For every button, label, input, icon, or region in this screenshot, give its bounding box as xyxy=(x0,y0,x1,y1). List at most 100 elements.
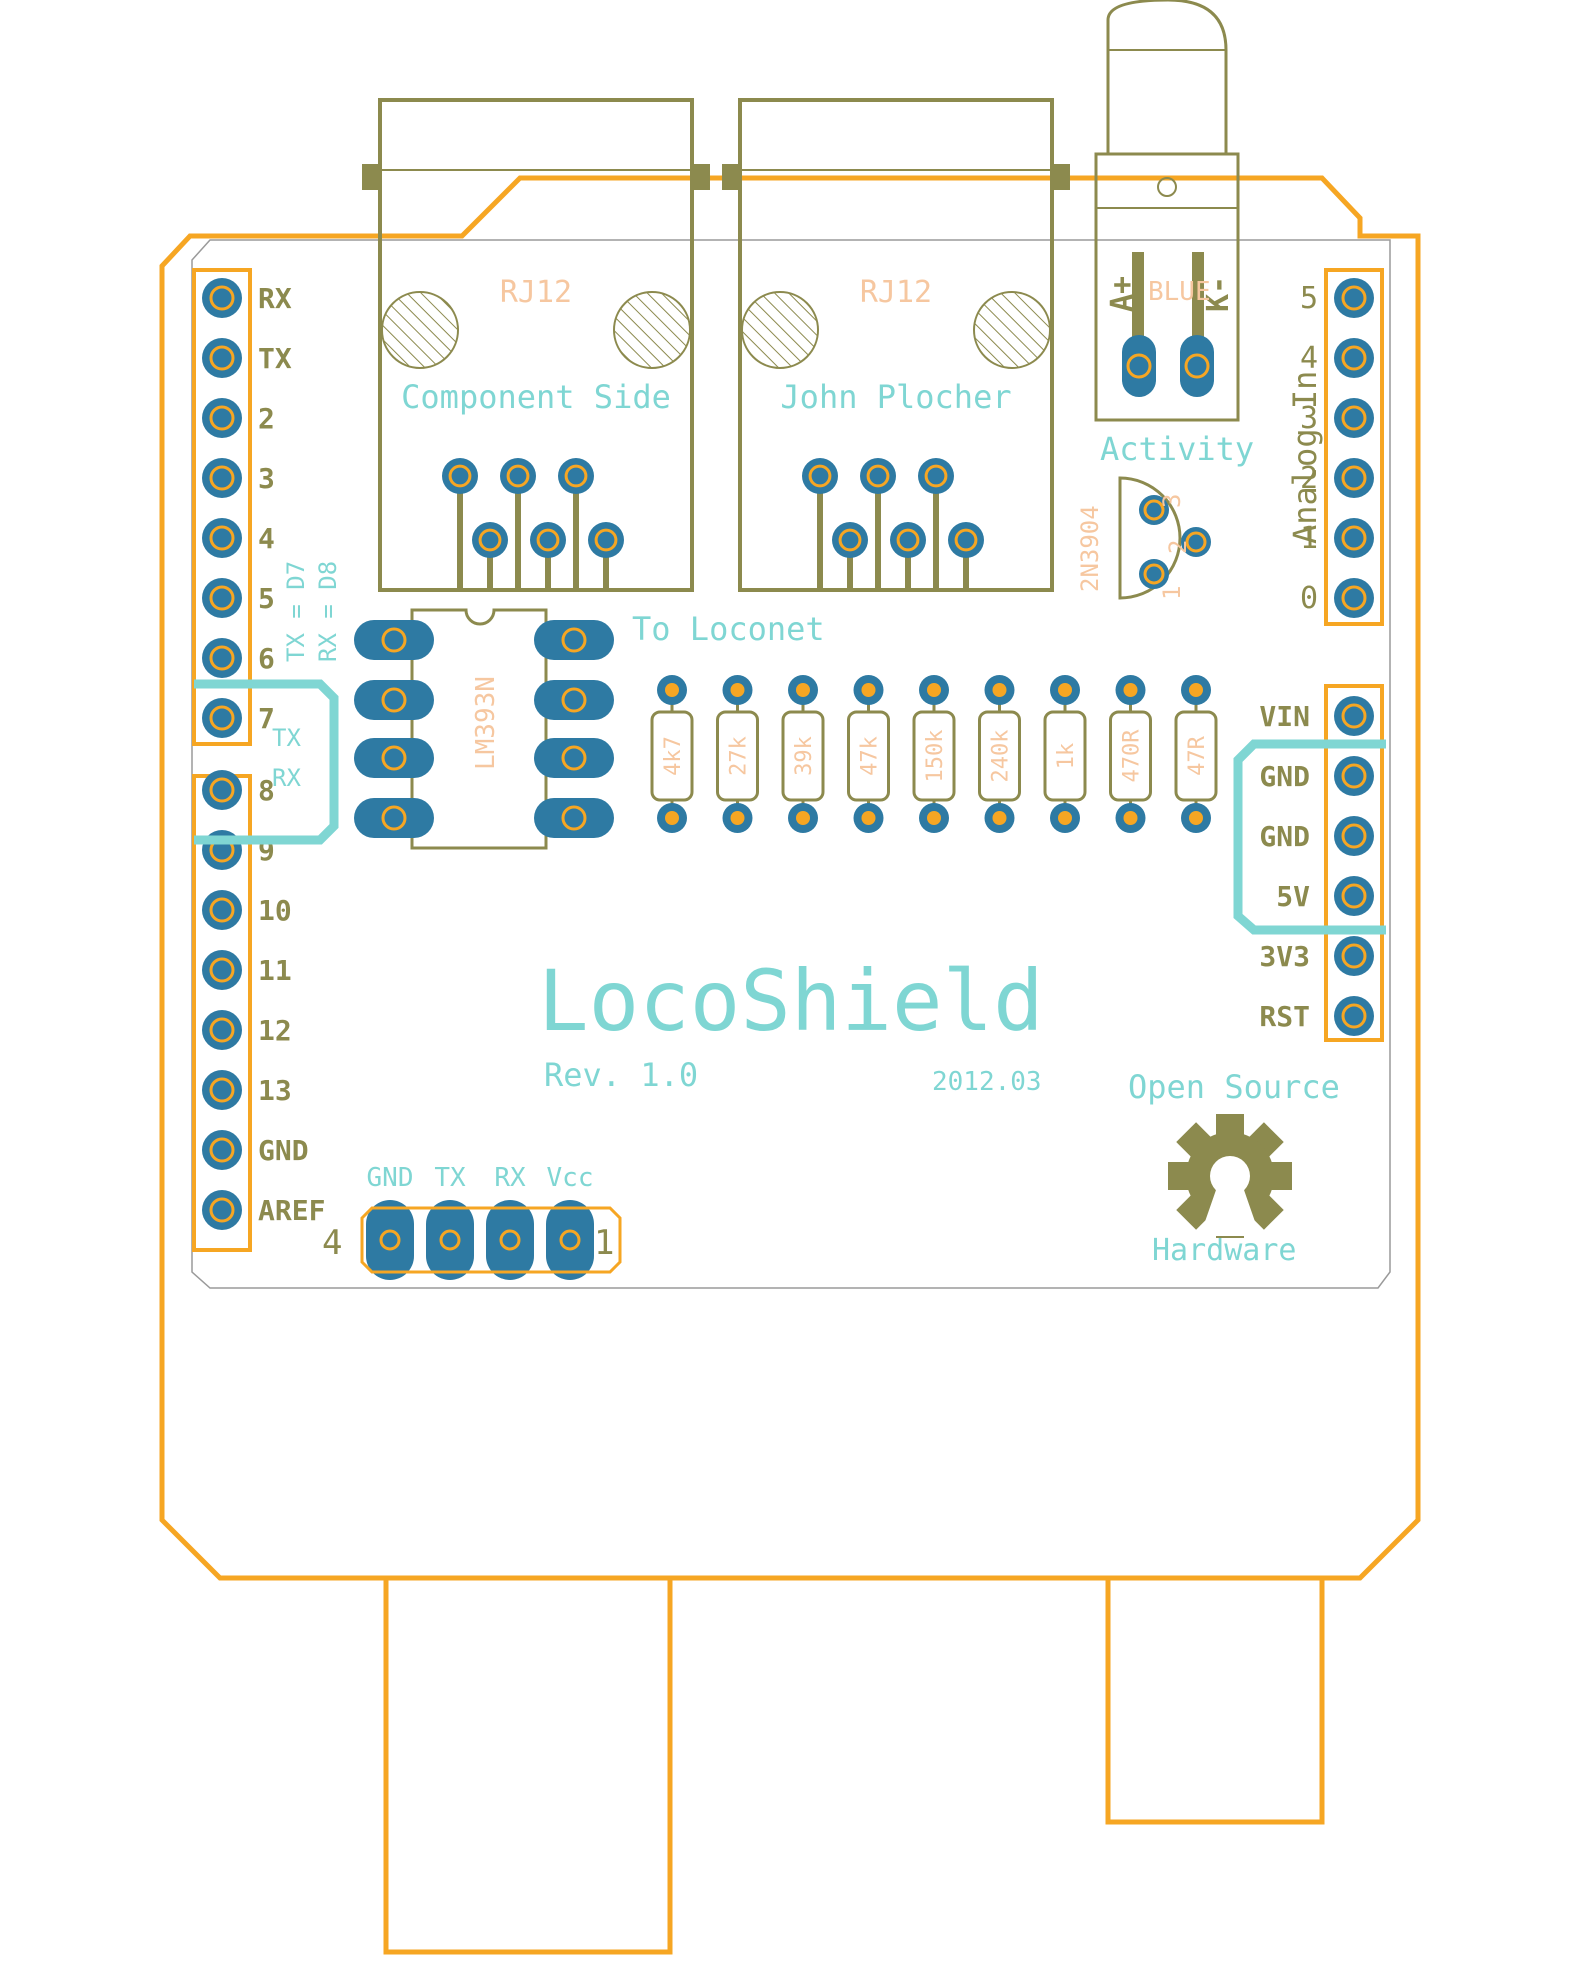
oshw-bottom-label: Hardware xyxy=(1152,1233,1297,1268)
pad xyxy=(202,950,242,990)
pad xyxy=(1334,936,1374,976)
serial-pin-label: GND xyxy=(367,1163,414,1193)
drill-hole xyxy=(924,464,948,488)
drill-hole xyxy=(561,745,587,771)
pad xyxy=(472,522,508,558)
resistor-value: 470R xyxy=(1120,729,1145,783)
ic-pad xyxy=(534,680,614,720)
header-pin-label: 2 xyxy=(258,402,275,435)
ic-pad xyxy=(534,620,614,660)
drill-hole xyxy=(561,805,587,831)
drill-hole xyxy=(381,687,407,713)
pad xyxy=(530,522,566,558)
oshw-top-label: Open Source xyxy=(1128,1068,1340,1106)
resistor-value: 47k xyxy=(858,736,883,776)
pad xyxy=(1334,338,1374,378)
drill-hole xyxy=(1341,285,1367,311)
pad xyxy=(802,458,838,494)
power-pin-label: RST xyxy=(1259,1000,1310,1033)
drill-hole xyxy=(1341,703,1367,729)
header-pin-label: GND xyxy=(258,1134,309,1167)
pad xyxy=(202,518,242,558)
header-pin-label: 6 xyxy=(258,642,275,675)
pad xyxy=(1334,816,1374,856)
pad xyxy=(1334,458,1374,498)
power-pin-label: GND xyxy=(1259,820,1310,853)
power-jack-outline xyxy=(1105,1575,1325,1825)
power-pin-label: VIN xyxy=(1259,700,1310,733)
ic-pad xyxy=(354,680,434,720)
loconet-label: To Loconet xyxy=(632,610,825,648)
led-color-label: BLUE xyxy=(1148,277,1211,307)
header-pin-label: 7 xyxy=(258,702,275,735)
pad xyxy=(202,278,242,318)
drill-hole xyxy=(1341,525,1367,551)
drill-hole xyxy=(209,465,235,491)
header-pin-label: 13 xyxy=(258,1074,292,1107)
ic-pad xyxy=(354,738,434,778)
resistor-body xyxy=(847,710,890,802)
analog-title: Analog In xyxy=(1286,371,1324,544)
resistor-value: 1k xyxy=(1054,743,1079,770)
pad xyxy=(890,522,926,558)
drill-hole xyxy=(1341,465,1367,491)
drill-hole xyxy=(381,805,407,831)
header-pin-label: 5 xyxy=(258,582,275,615)
drill-hole xyxy=(866,464,890,488)
power-pin-label: 3V3 xyxy=(1259,940,1310,973)
board-title: LocoShield xyxy=(538,952,1044,1050)
pad xyxy=(588,522,624,558)
header-pin-label: 4 xyxy=(258,522,275,555)
analog-pin-label: 0 xyxy=(1300,581,1318,616)
drill-hole xyxy=(564,464,588,488)
pad xyxy=(1334,756,1374,796)
resistor-body xyxy=(1109,710,1152,802)
led-cathode-label: K- xyxy=(1201,276,1236,312)
drill-hole xyxy=(209,897,235,923)
resistor-value: 47R xyxy=(1185,735,1210,775)
serial-pad xyxy=(546,1200,594,1280)
led-anode-label: A+ xyxy=(1105,276,1140,312)
ic-label: LM393N xyxy=(471,676,501,770)
resistor-body xyxy=(1174,710,1218,802)
board-edge xyxy=(191,239,1391,1289)
power-pin-label: GND xyxy=(1259,760,1310,793)
pad xyxy=(558,458,594,494)
header-pin-label: AREF xyxy=(258,1194,325,1227)
drill-hole xyxy=(209,525,235,551)
ic-pad xyxy=(534,798,614,838)
rj12-label: John Plocher xyxy=(780,378,1011,416)
pad xyxy=(202,890,242,930)
pad xyxy=(202,698,242,738)
ic-pad xyxy=(354,620,434,660)
pad xyxy=(1334,578,1374,618)
lm393-ic xyxy=(354,608,614,850)
jumper-rx-label: RX xyxy=(272,764,301,792)
pad xyxy=(948,522,984,558)
serial-pad xyxy=(486,1200,534,1280)
shield-outline xyxy=(159,175,1421,1581)
drill-hole xyxy=(1341,345,1367,371)
drill-hole xyxy=(381,745,407,771)
analog-pin-label: 5 xyxy=(1300,281,1318,316)
header-pin-label: 10 xyxy=(258,894,292,927)
drill-hole xyxy=(1341,943,1367,969)
pad xyxy=(202,398,242,438)
drill-hole xyxy=(1341,883,1367,909)
drill-hole xyxy=(1341,1003,1367,1029)
transistor-label: 2N3904 xyxy=(1076,505,1104,592)
transistor-pin-1: 1 xyxy=(1158,586,1186,600)
pad xyxy=(1334,398,1374,438)
drill-hole xyxy=(209,1137,235,1163)
analog-pin-label: 2 xyxy=(1300,461,1318,496)
drill-hole xyxy=(209,1197,235,1223)
oshw-gear-icon xyxy=(1168,1114,1292,1238)
drill-hole xyxy=(808,464,832,488)
pad xyxy=(202,578,242,618)
resistor-body xyxy=(978,710,1021,802)
